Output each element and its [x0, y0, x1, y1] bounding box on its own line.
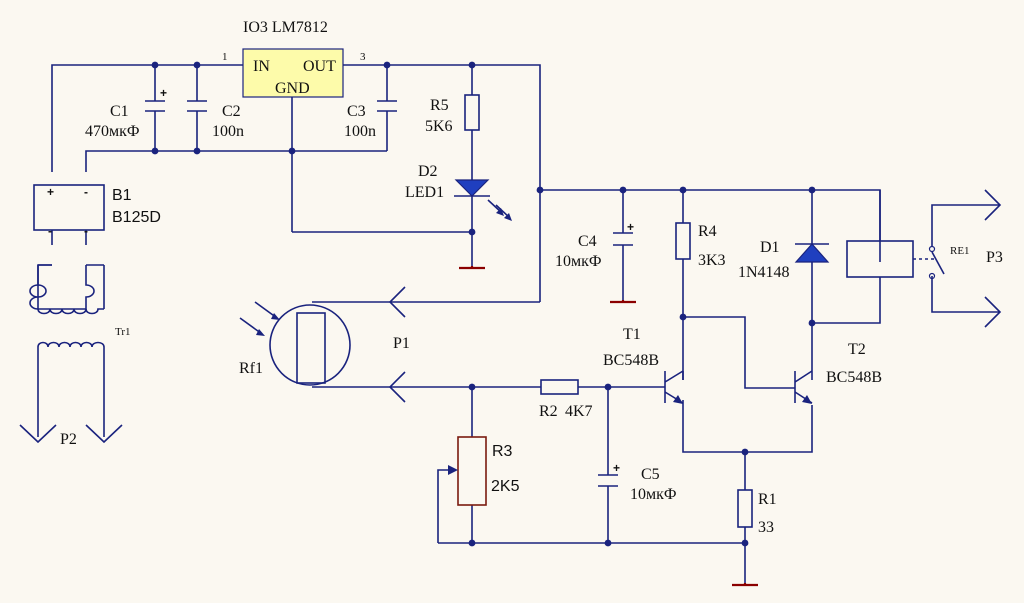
connector-p1: P1	[388, 286, 410, 403]
capacitor-c4: + C4 10мкФ	[555, 220, 634, 270]
r1-value: 33	[758, 519, 774, 536]
regulator-label: IO3 LM7812	[243, 19, 328, 36]
c1-ref: C1	[110, 103, 129, 120]
c2-value: 100n	[212, 123, 244, 140]
b1-ac2: -	[84, 224, 88, 238]
capacitor-c1: + C1 470мкФ	[85, 86, 167, 140]
junction-dots	[151, 61, 816, 547]
regulator-pin-gnd: GND	[275, 80, 310, 97]
bridge-rectifier-b1: + - - - B1 B125D	[33, 184, 161, 238]
d2-ref: D2	[418, 163, 438, 180]
d2-value: LED1	[405, 184, 444, 201]
resistor-r5: R5 5K6	[425, 94, 480, 135]
connector-p3: P3	[984, 189, 1003, 328]
b1-value: B125D	[112, 209, 161, 226]
capacitor-c2: C2 100n	[187, 100, 244, 140]
transformer-tr1: Tr1	[29, 264, 131, 437]
resistor-r4: R4 3K3	[675, 222, 726, 269]
regulator-lm7812: IO3 LM7812 IN OUT GND 1 3	[222, 19, 366, 98]
b1-ref: B1	[112, 187, 132, 204]
resistor-r1: R1 33	[737, 489, 777, 536]
ground-symbol-led	[459, 266, 485, 270]
rf1-ref: Rf1	[239, 360, 263, 377]
resistor-r2: R2 4K7	[539, 379, 593, 420]
r3-ref: R3	[492, 443, 513, 460]
ground-symbol-c4	[610, 300, 636, 304]
c5-value: 10мкФ	[630, 486, 677, 503]
c3-ref: C3	[347, 103, 366, 120]
regulator-pin1-number: 1	[222, 51, 228, 63]
transistor-t2: T2 BC548B	[794, 341, 882, 404]
regulator-pin-out: OUT	[303, 58, 336, 75]
b1-ac1: -	[48, 224, 52, 238]
r1-ref: R1	[758, 491, 777, 508]
connector-p2: P2	[19, 424, 123, 448]
d1-value: 1N4148	[738, 264, 790, 281]
c5-polarity: +	[613, 461, 620, 475]
capacitor-c5: + C5 10мкФ	[598, 461, 677, 503]
relay-re1: RE1	[846, 190, 1000, 313]
diode-d1: D1 1N4148	[738, 239, 830, 281]
c5-ref: C5	[641, 466, 660, 483]
led-d2: D2 LED1	[405, 163, 512, 221]
potentiometer-r3: R3 2K5	[437, 436, 520, 543]
r5-ref: R5	[430, 97, 449, 114]
c1-polarity: +	[160, 86, 167, 100]
ground-symbol-main	[732, 583, 758, 587]
r5-value: 5K6	[425, 118, 453, 135]
t1-value: BC548B	[603, 352, 659, 369]
p2-ref: P2	[60, 431, 77, 448]
c2-ref: C2	[222, 103, 241, 120]
p1-ref: P1	[393, 335, 410, 352]
d1-ref: D1	[760, 239, 780, 256]
regulator-body	[242, 48, 344, 98]
regulator-pin-in: IN	[253, 58, 270, 75]
capacitor-c3: C3 100n	[344, 100, 397, 140]
b1-minus: -	[84, 185, 88, 199]
c3-value: 100n	[344, 123, 376, 140]
r4-value: 3K3	[698, 252, 726, 269]
regulator-pin3-number: 3	[360, 51, 366, 63]
c4-value: 10мкФ	[555, 253, 602, 270]
r4-ref: R4	[698, 223, 717, 240]
photoresistor-rf1: Rf1	[239, 301, 351, 386]
re1-ref: RE1	[950, 245, 970, 257]
r3-value: 2K5	[491, 478, 520, 495]
r2-value: 4K7	[565, 403, 593, 420]
t1-ref: T1	[623, 326, 641, 343]
tr1-ref: Tr1	[115, 326, 131, 338]
p3-ref: P3	[986, 249, 1003, 266]
b1-plus: +	[47, 185, 54, 199]
transistor-t1: T1 BC548B	[603, 326, 684, 404]
c4-polarity: +	[627, 220, 634, 234]
c1-value: 470мкФ	[85, 123, 140, 140]
t2-value: BC548B	[826, 369, 882, 386]
t2-ref: T2	[848, 341, 866, 358]
c4-ref: C4	[578, 233, 597, 250]
r2-ref: R2	[539, 403, 558, 420]
